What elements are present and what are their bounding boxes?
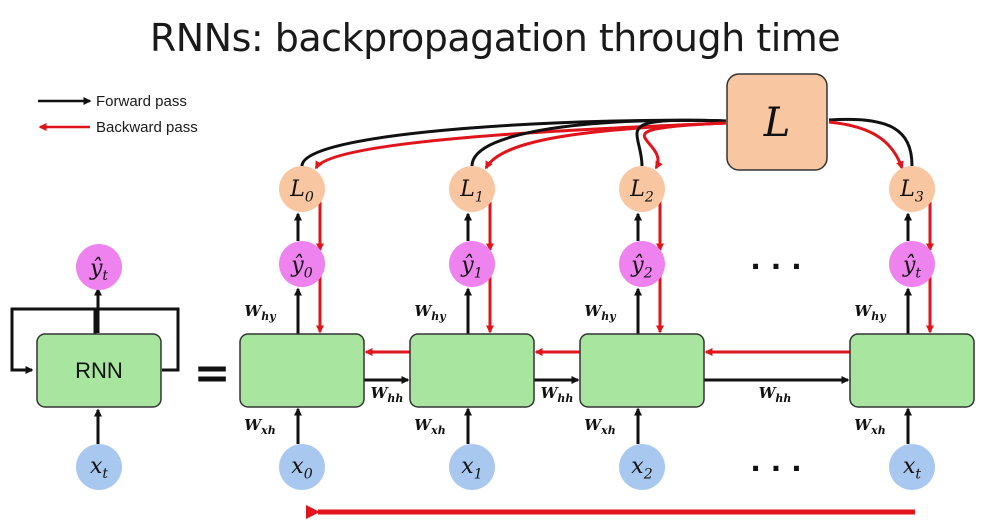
svg-text:ŷt: ŷt bbox=[89, 256, 108, 284]
dots-inputs: · · · bbox=[750, 452, 801, 485]
input-label-2-base: x bbox=[631, 454, 644, 479]
diagram-title: RNNs: backpropagation through time bbox=[149, 16, 841, 60]
loss-label-3: L3 bbox=[899, 177, 924, 205]
loss-label-3-sub: 3 bbox=[915, 189, 924, 205]
output-label-3-base: ŷ bbox=[902, 253, 916, 278]
loss-node-1 bbox=[449, 166, 495, 212]
weight-xh-label-0: Wxh bbox=[244, 416, 275, 437]
input-label-3-base: x bbox=[903, 454, 916, 479]
input-label-3: xt bbox=[903, 454, 921, 482]
loss-backward-curve-1 bbox=[484, 121, 727, 170]
rnn-cell-3 bbox=[849, 333, 975, 408]
total-loss-label: L bbox=[763, 100, 791, 146]
loss-label-0: L0 bbox=[289, 177, 314, 205]
folded-rnn-label: RNN bbox=[75, 358, 123, 383]
weight-hh-label-1: Whh bbox=[541, 384, 574, 405]
output-node-1 bbox=[449, 241, 495, 287]
output-label-3: ŷt bbox=[902, 253, 921, 281]
output-label-1-base: ŷ bbox=[460, 253, 474, 278]
output-label-0-base: ŷ bbox=[290, 253, 304, 278]
dots-outputs: · · · bbox=[750, 250, 801, 283]
loss-label-1: L1 bbox=[459, 177, 484, 205]
weight-hy-label-1: Why bbox=[414, 302, 447, 323]
total-loss-node bbox=[726, 73, 828, 171]
loss-label-2: L2 bbox=[629, 177, 654, 205]
folded-output-base: ŷ bbox=[89, 256, 103, 281]
input-label-2: x2 bbox=[631, 454, 652, 482]
input-label-3-sub: t bbox=[915, 466, 921, 482]
folded-input-node bbox=[76, 444, 122, 490]
legend-backward-label: Backward pass bbox=[96, 119, 198, 136]
weight-hy-label-2: Why bbox=[584, 302, 617, 323]
output-node-0 bbox=[279, 241, 325, 287]
loss-label-2-base: L bbox=[629, 177, 645, 202]
output-label-2: ŷ2 bbox=[630, 253, 652, 281]
output-label-0: ŷ0 bbox=[290, 253, 312, 281]
weight-hy-label-0: Why bbox=[244, 302, 277, 323]
folded-recurrence-loop bbox=[10, 307, 97, 374]
loss-label-0-sub: 0 bbox=[305, 189, 314, 205]
output-label-1-sub: 1 bbox=[474, 265, 483, 281]
folded-rnn-cell bbox=[36, 333, 162, 408]
output-label-1: ŷ1 bbox=[460, 253, 482, 281]
equals-sign: = bbox=[194, 348, 231, 399]
loss-forward-curve-2 bbox=[635, 118, 727, 167]
folded-output-sub: t bbox=[102, 268, 108, 284]
rnn-cell-0 bbox=[239, 333, 365, 408]
output-label-3-sub: t bbox=[915, 265, 921, 281]
input-label-1-base: x bbox=[461, 454, 474, 479]
input-label-0: x0 bbox=[291, 454, 312, 482]
weight-xh-label-3: Wxh bbox=[854, 416, 885, 437]
input-node-0 bbox=[279, 444, 325, 490]
input-node-1 bbox=[449, 444, 495, 490]
input-node-2 bbox=[619, 444, 665, 490]
output-label-0-sub: 0 bbox=[304, 265, 313, 281]
output-node-2 bbox=[619, 241, 665, 287]
folded-recurrence-loop-right bbox=[95, 307, 180, 372]
input-label-0-sub: 0 bbox=[304, 466, 313, 482]
legend-forward-label: Forward pass bbox=[96, 93, 187, 110]
loss-label-0-base: L bbox=[289, 177, 305, 202]
input-label-1: x1 bbox=[461, 454, 482, 482]
weight-xh-label-1: Wxh bbox=[414, 416, 445, 437]
loss-label-2-sub: 2 bbox=[644, 189, 654, 205]
loss-node-0 bbox=[279, 166, 325, 212]
input-node-3 bbox=[889, 444, 935, 490]
loss-node-3 bbox=[889, 166, 935, 212]
legend: Forward pass Backward pass bbox=[38, 93, 198, 136]
input-label-2-sub: 2 bbox=[643, 466, 653, 482]
loss-label-3-base: L bbox=[899, 177, 915, 202]
loss-label-1-base: L bbox=[459, 177, 475, 202]
input-label-0-base: x bbox=[291, 454, 304, 479]
svg-text:xt: xt bbox=[90, 454, 108, 482]
folded-rnn: RNN ŷt xt bbox=[10, 244, 180, 490]
rnn-cell-1 bbox=[409, 333, 535, 408]
loss-forward-curve-3 bbox=[828, 117, 914, 167]
weight-hy-label-3: Why bbox=[854, 302, 887, 323]
output-label-2-sub: 2 bbox=[643, 265, 653, 281]
weight-hh-label-0: Whh bbox=[371, 384, 404, 405]
loss-label-1-sub: 1 bbox=[475, 189, 484, 205]
output-label-2-base: ŷ bbox=[630, 253, 644, 278]
weight-xh-label-2: Wxh bbox=[584, 416, 615, 437]
input-label-1-sub: 1 bbox=[474, 466, 483, 482]
weight-hh-label-2: Whh bbox=[759, 384, 792, 405]
loss-forward-curve-1 bbox=[470, 118, 727, 167]
loss-backward-curve-2 bbox=[642, 121, 727, 170]
rnn-cell-2 bbox=[579, 333, 705, 408]
loss-node-2 bbox=[619, 166, 665, 212]
output-node-3 bbox=[889, 241, 935, 287]
folded-input-sub: t bbox=[102, 466, 108, 482]
folded-output-node bbox=[76, 244, 122, 290]
folded-input-base: x bbox=[90, 454, 103, 479]
loss-backward-curve-3 bbox=[828, 120, 904, 170]
